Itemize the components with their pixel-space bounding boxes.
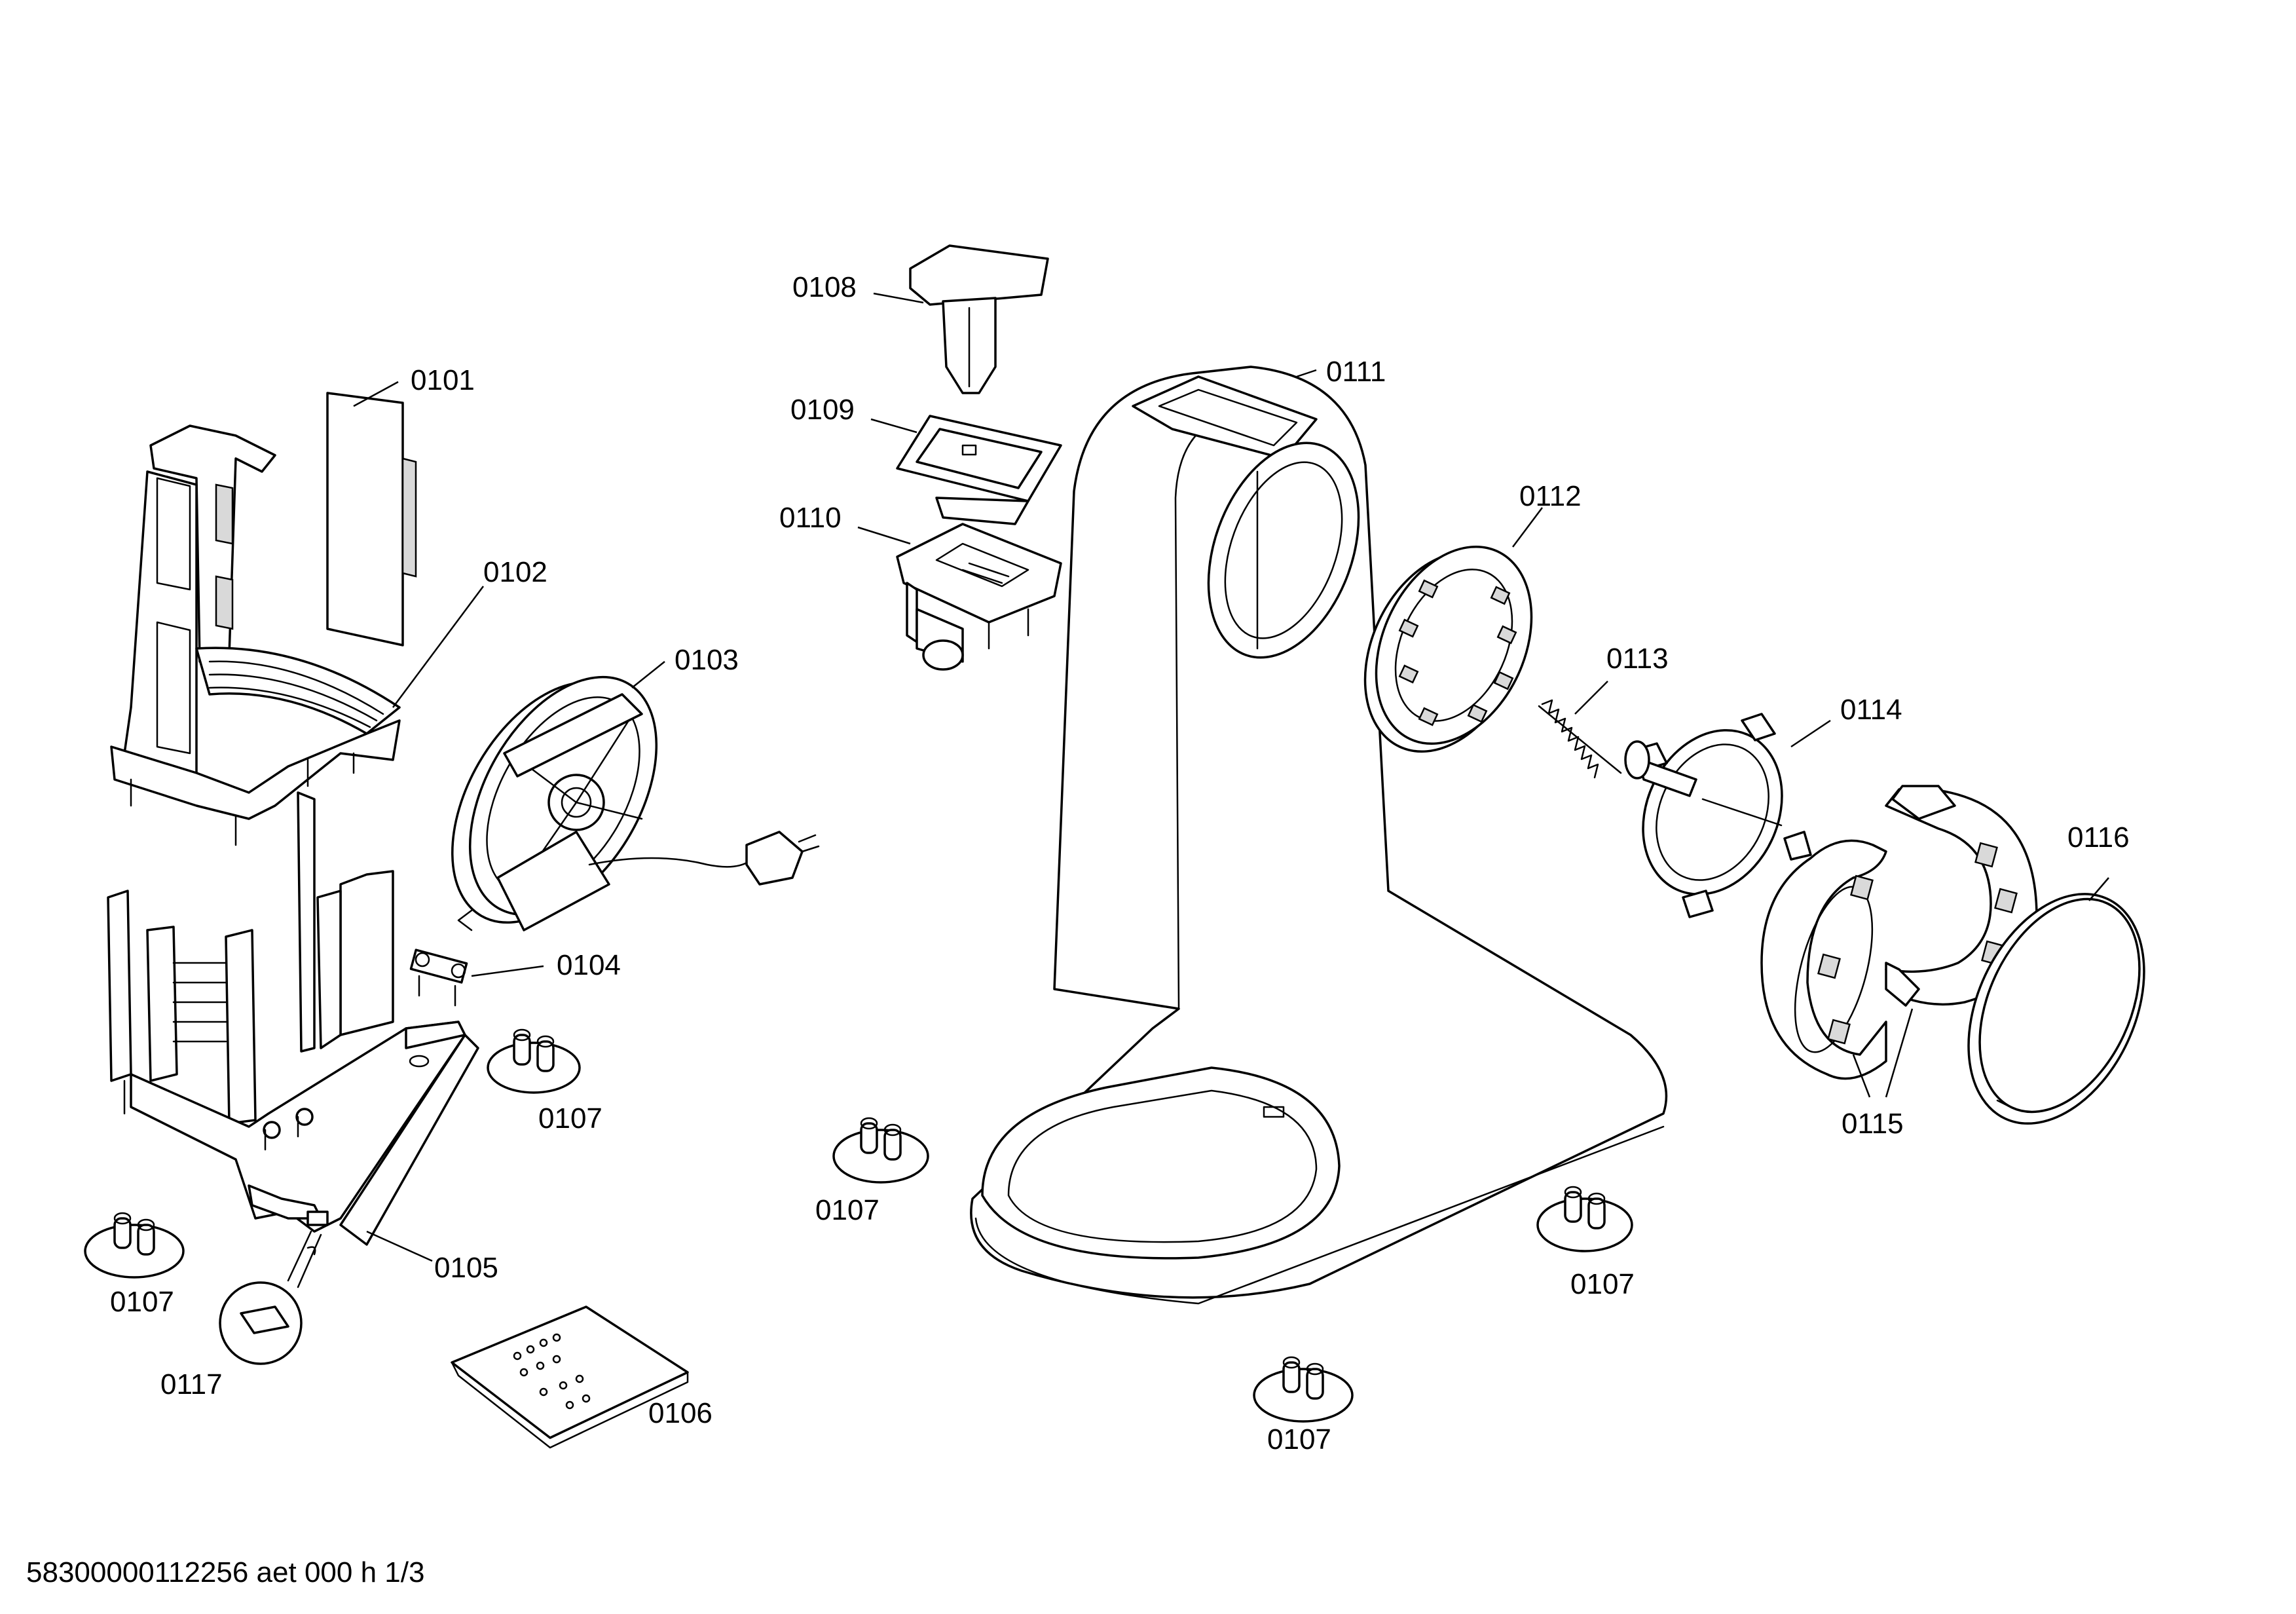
document-footer-id: 58300000112256 aet 000 h 1/3 bbox=[26, 1556, 424, 1588]
callout-0107-d: 0107 bbox=[1570, 1268, 1635, 1300]
callout-0110: 0110 bbox=[779, 502, 842, 534]
part-0104-terminal-clip[interactable] bbox=[409, 948, 468, 1007]
leader-lines bbox=[353, 292, 2109, 1262]
callout-0105: 0105 bbox=[434, 1252, 498, 1284]
callout-0117: 0117 bbox=[160, 1368, 223, 1400]
callout-0108: 0108 bbox=[792, 271, 857, 303]
part-0101-panel[interactable] bbox=[326, 392, 417, 647]
callout-0113: 0113 bbox=[1606, 643, 1669, 675]
part-0116-retaining-ring[interactable] bbox=[1934, 866, 2179, 1152]
gear-teeth bbox=[1398, 579, 1517, 726]
part-0107-foot-a[interactable] bbox=[487, 1028, 581, 1094]
callout-0109: 0109 bbox=[790, 394, 855, 426]
callout-0116: 0116 bbox=[2067, 821, 2130, 854]
callout-0103: 0103 bbox=[675, 644, 739, 676]
part-0117-clip-detail[interactable] bbox=[219, 1230, 322, 1365]
part-0103-cable-reel[interactable] bbox=[413, 645, 820, 956]
part-0107-foot-e[interactable] bbox=[1253, 1356, 1354, 1423]
part-0106-screw-pack[interactable] bbox=[451, 1305, 689, 1449]
callout-0107-b: 0107 bbox=[110, 1286, 174, 1318]
part-0111-main-body[interactable] bbox=[970, 366, 1668, 1305]
part-0108-lever[interactable] bbox=[909, 244, 1049, 394]
callout-0112: 0112 bbox=[1519, 480, 1582, 512]
callout-0111: 0111 bbox=[1326, 356, 1386, 388]
callout-0104: 0104 bbox=[557, 949, 621, 981]
callout-0102: 0102 bbox=[483, 556, 547, 588]
callout-0107-e: 0107 bbox=[1267, 1423, 1331, 1455]
screw-set bbox=[513, 1333, 591, 1410]
part-0107-foot-d[interactable] bbox=[1536, 1186, 1633, 1252]
part-0109-lever-housing[interactable] bbox=[896, 415, 1062, 525]
part-0110-switch[interactable] bbox=[896, 523, 1062, 671]
callout-0106: 0106 bbox=[648, 1397, 713, 1429]
part-0113-spring[interactable] bbox=[1538, 699, 1622, 779]
part-0112-ring-gear[interactable] bbox=[1335, 521, 1562, 777]
part-0107-foot-b[interactable] bbox=[84, 1212, 185, 1279]
callout-0115: 0115 bbox=[1842, 1108, 1904, 1140]
callout-0107-c: 0107 bbox=[815, 1194, 880, 1226]
part-0115-clutch-half-a[interactable] bbox=[1760, 839, 1887, 1080]
callout-0101: 0101 bbox=[411, 364, 475, 396]
callout-labels: 0101 0102 0103 0104 0107 0105 0107 0117 … bbox=[110, 271, 2130, 1455]
part-0107-foot-c[interactable] bbox=[832, 1117, 929, 1184]
callout-0114: 0114 bbox=[1840, 694, 1902, 726]
part-0114-drive-hub[interactable] bbox=[1617, 707, 1812, 918]
part-0105-base-housing[interactable] bbox=[107, 791, 479, 1246]
callout-0107-a: 0107 bbox=[538, 1102, 602, 1135]
part-0102-upper-frame[interactable] bbox=[110, 424, 401, 846]
